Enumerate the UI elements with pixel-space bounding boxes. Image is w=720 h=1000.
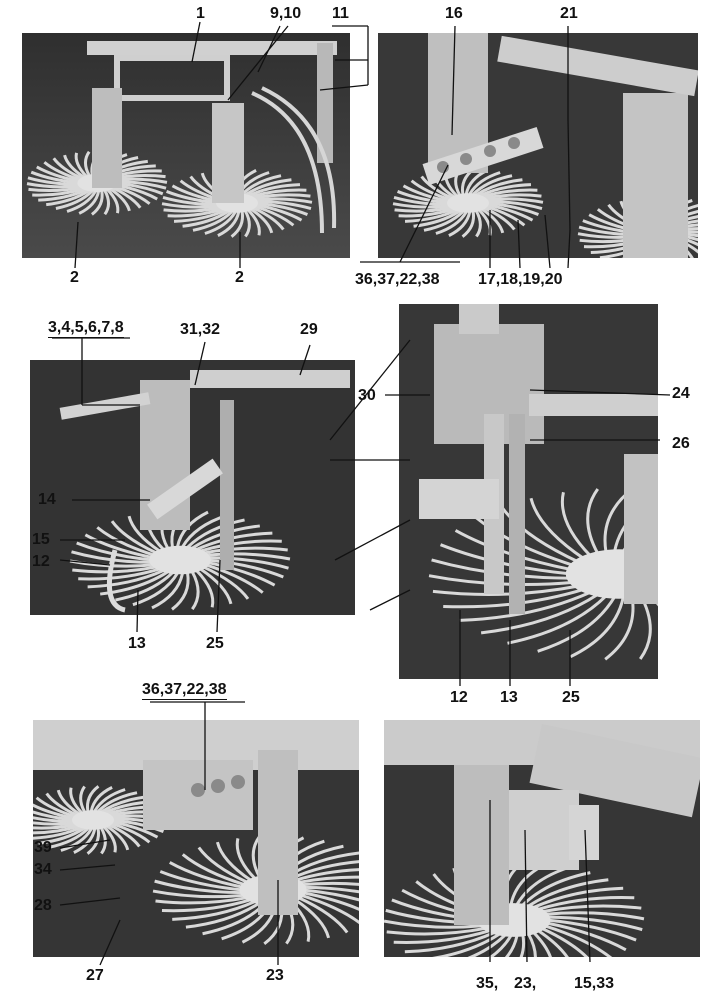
label-27: 27: [86, 967, 104, 984]
label-13-mid-right: 13: [500, 689, 518, 706]
stand-bracket-closeup-icon: [399, 304, 658, 679]
label-23-bottom-left: 23: [266, 967, 284, 984]
label-1: 1: [196, 5, 205, 22]
photo-bottom-left: [33, 720, 359, 957]
label-29: 29: [300, 321, 318, 338]
tine-clamp-closeup-icon: [378, 33, 698, 258]
label-34: 34: [34, 861, 52, 878]
frame-adjustment-side-icon: [30, 360, 355, 615]
label-13-mid-left: 13: [128, 635, 146, 652]
rake-wheels-overview-icon: [22, 33, 350, 258]
label-36-37-22-38-top: 36,37,22,38: [355, 271, 440, 288]
label-30: 30: [358, 387, 376, 404]
label-15-33: 15,33: [574, 975, 615, 992]
label-2-left: 2: [70, 269, 79, 286]
photo-bottom-right: [384, 720, 700, 957]
photo-top-left: [22, 33, 350, 258]
label-25-mid-left: 25: [206, 635, 224, 652]
label-14: 14: [38, 491, 56, 508]
hub-bolts-closeup-icon: [33, 720, 359, 957]
label-39: 39: [34, 839, 52, 856]
label-17-18-19-20: 17,18,19,20: [478, 271, 563, 288]
label-24: 24: [672, 385, 690, 402]
label-35: 35,: [476, 975, 499, 992]
label-3-8: 3,4,5,6,7,8: [48, 319, 124, 338]
photo-mid-right: [399, 304, 658, 679]
label-12-mid-left: 12: [32, 553, 50, 570]
label-2-right: 2: [235, 269, 244, 286]
label-16: 16: [445, 5, 463, 22]
label-21: 21: [560, 5, 578, 22]
label-9-10: 9,10: [270, 5, 302, 22]
label-36-37-22-38-bottom: 36,37,22,38: [142, 681, 227, 700]
label-25-mid-right: 25: [562, 689, 580, 706]
photo-mid-left: [30, 360, 355, 615]
label-31-32: 31,32: [180, 321, 221, 338]
label-28: 28: [34, 897, 52, 914]
bracket-rear-closeup-icon: [384, 720, 700, 957]
label-26: 26: [672, 435, 690, 452]
label-11: 11: [332, 5, 349, 22]
label-12-mid-right: 12: [450, 689, 468, 706]
label-23-bottom-right: 23,: [514, 975, 537, 992]
photo-top-right: [378, 33, 698, 258]
label-15: 15: [32, 531, 50, 548]
